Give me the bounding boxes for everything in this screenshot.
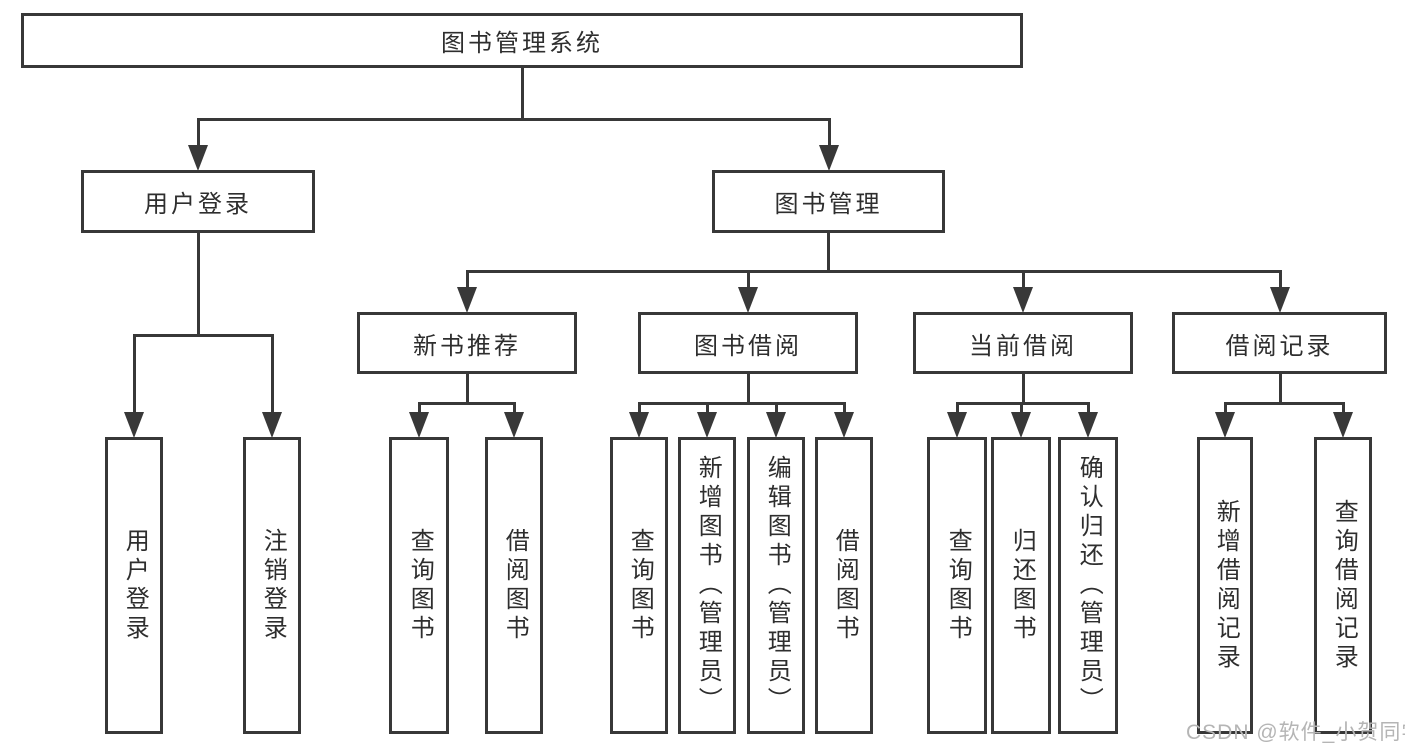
connector-line bbox=[746, 270, 750, 288]
connector-line bbox=[746, 374, 750, 405]
connector-line bbox=[637, 402, 641, 413]
connector-line bbox=[955, 402, 1090, 405]
node-user-login-label: 用户登录 bbox=[144, 191, 252, 218]
node-leaf-logout: 注销登录 bbox=[243, 437, 301, 734]
node-borrow-record-label: 借阅记录 bbox=[1225, 332, 1334, 360]
connector-line bbox=[842, 402, 846, 413]
connector-line bbox=[1278, 270, 1282, 288]
connector-line bbox=[270, 334, 274, 413]
connector-line bbox=[827, 118, 831, 146]
node-leaf-bb-query-books-label: 查询图书 bbox=[626, 527, 654, 644]
node-leaf-bb-borrow-books-label: 借阅图书 bbox=[831, 527, 859, 644]
node-leaf-br-query-record: 查询借阅记录 bbox=[1314, 437, 1372, 734]
arrow-down-icon bbox=[1333, 412, 1353, 438]
connector-line bbox=[132, 334, 136, 413]
node-leaf-cb-return-books-label: 归还图书 bbox=[1008, 527, 1036, 644]
node-book-borrow-label: 图书借阅 bbox=[694, 332, 802, 360]
arrow-down-icon bbox=[1011, 412, 1031, 438]
connector-line bbox=[774, 402, 778, 413]
connector-line bbox=[1086, 402, 1090, 413]
node-book-mgmt: 图书管理 bbox=[712, 170, 945, 233]
connector-line bbox=[512, 402, 516, 413]
node-leaf-nb-borrow-books-label: 借阅图书 bbox=[501, 527, 529, 644]
arrow-down-icon bbox=[1215, 412, 1235, 438]
connector-line bbox=[132, 334, 274, 337]
node-leaf-bb-add-books-admin-label: 新增图书（管理员） bbox=[694, 455, 722, 716]
arrow-down-icon bbox=[188, 145, 208, 171]
node-leaf-bb-edit-books-admin: 编辑图书（管理员） bbox=[747, 437, 805, 734]
node-leaf-br-query-record-label: 查询借阅记录 bbox=[1330, 498, 1358, 673]
node-leaf-bb-edit-books-admin-label: 编辑图书（管理员） bbox=[763, 455, 791, 716]
node-new-book-rec-label: 新书推荐 bbox=[413, 332, 521, 360]
node-user-login: 用户登录 bbox=[81, 170, 315, 233]
arrow-down-icon bbox=[738, 287, 758, 313]
connector-line bbox=[1223, 402, 1345, 405]
arrow-down-icon bbox=[504, 412, 524, 438]
node-leaf-br-add-record-label: 新增借阅记录 bbox=[1212, 498, 1240, 673]
connector-line bbox=[1021, 374, 1025, 405]
connector-line bbox=[1019, 402, 1023, 413]
arrow-down-icon bbox=[1078, 412, 1098, 438]
node-leaf-cb-return-books: 归还图书 bbox=[991, 437, 1051, 734]
connector-line bbox=[196, 118, 200, 146]
node-root: 图书管理系统 bbox=[21, 13, 1023, 68]
arrow-down-icon bbox=[262, 412, 282, 438]
arrow-down-icon bbox=[1013, 287, 1033, 313]
arrow-down-icon bbox=[1270, 287, 1290, 313]
connector-line bbox=[1021, 270, 1025, 288]
connector-line bbox=[417, 402, 421, 413]
node-current-borrow-label: 当前借阅 bbox=[969, 332, 1077, 360]
watermark: CSDN @软件_小贺同学 bbox=[1186, 721, 1405, 744]
node-leaf-cb-confirm-return-admin-label: 确认归还（管理员） bbox=[1075, 455, 1103, 716]
node-leaf-bb-add-books-admin: 新增图书（管理员） bbox=[678, 437, 736, 734]
node-leaf-logout-label: 注销登录 bbox=[259, 527, 287, 644]
node-leaf-cb-query-books-label: 查询图书 bbox=[944, 527, 972, 644]
connector-line bbox=[417, 402, 516, 405]
node-current-borrow: 当前借阅 bbox=[913, 312, 1133, 374]
connector-line bbox=[465, 270, 469, 288]
connector-line bbox=[465, 270, 1282, 273]
node-leaf-user-login-label: 用户登录 bbox=[121, 527, 149, 644]
node-leaf-nb-borrow-books: 借阅图书 bbox=[485, 437, 543, 734]
node-leaf-nb-query-books-label: 查询图书 bbox=[406, 527, 434, 644]
arrow-down-icon bbox=[819, 145, 839, 171]
arrow-down-icon bbox=[834, 412, 854, 438]
node-leaf-cb-query-books: 查询图书 bbox=[927, 437, 987, 734]
connector-line bbox=[637, 402, 846, 405]
node-leaf-br-add-record: 新增借阅记录 bbox=[1197, 437, 1253, 734]
node-book-borrow: 图书借阅 bbox=[638, 312, 858, 374]
node-leaf-user-login: 用户登录 bbox=[105, 437, 163, 734]
arrow-down-icon bbox=[409, 412, 429, 438]
arrow-down-icon bbox=[947, 412, 967, 438]
node-leaf-cb-confirm-return-admin: 确认归还（管理员） bbox=[1058, 437, 1118, 734]
node-leaf-bb-query-books: 查询图书 bbox=[610, 437, 668, 734]
connector-line bbox=[1223, 402, 1227, 413]
connector-line bbox=[196, 118, 831, 121]
node-new-book-rec: 新书推荐 bbox=[357, 312, 577, 374]
node-leaf-nb-query-books: 查询图书 bbox=[389, 437, 449, 734]
connector-line bbox=[826, 233, 830, 273]
arrow-down-icon bbox=[697, 412, 717, 438]
connector-line bbox=[465, 374, 469, 405]
node-borrow-record: 借阅记录 bbox=[1172, 312, 1387, 374]
connector-line bbox=[705, 402, 709, 413]
connector-line bbox=[1278, 374, 1282, 405]
connector-line bbox=[520, 68, 524, 121]
arrow-down-icon bbox=[766, 412, 786, 438]
arrow-down-icon bbox=[457, 287, 477, 313]
connector-line bbox=[955, 402, 959, 413]
node-book-mgmt-label: 图书管理 bbox=[774, 191, 883, 218]
arrow-down-icon bbox=[124, 412, 144, 438]
node-root-label: 图书管理系统 bbox=[441, 30, 603, 57]
arrow-down-icon bbox=[629, 412, 649, 438]
connector-line bbox=[1341, 402, 1345, 413]
node-leaf-bb-borrow-books: 借阅图书 bbox=[815, 437, 873, 734]
connector-line bbox=[196, 233, 200, 337]
